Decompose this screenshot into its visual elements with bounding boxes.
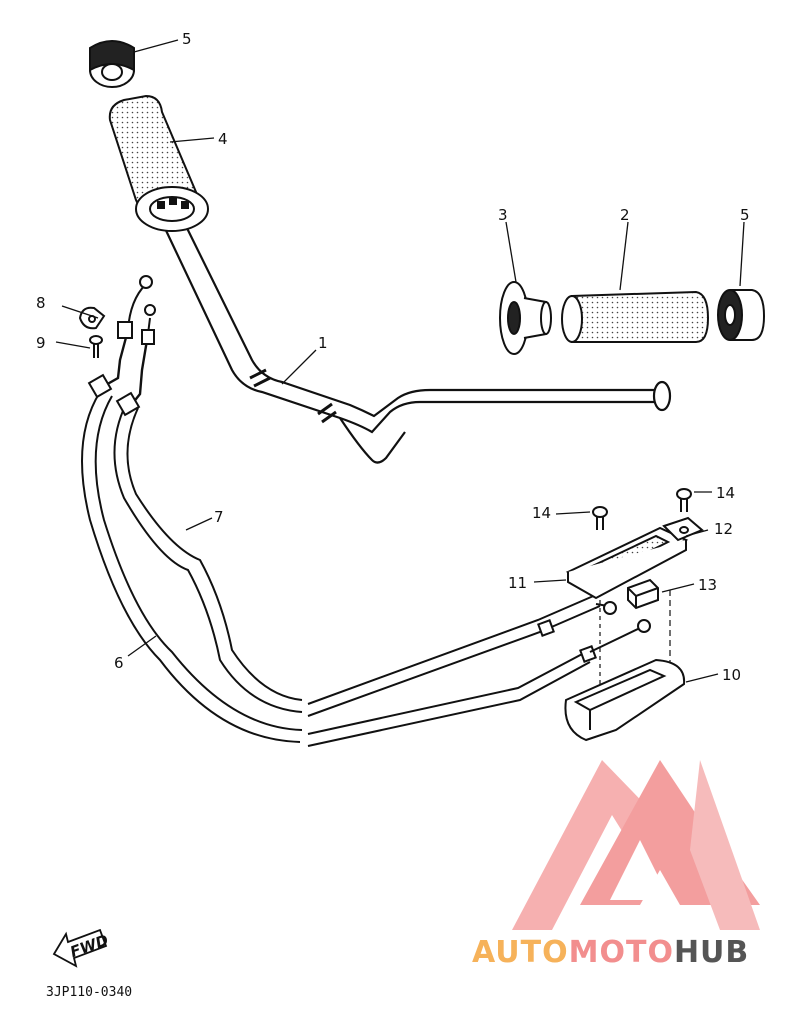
callout-7: 7 — [214, 508, 224, 526]
throttle-cables — [81, 275, 671, 747]
end-cap-left — [89, 40, 135, 88]
handlebar — [161, 217, 672, 464]
callout-8: 8 — [36, 294, 46, 312]
callout-6: 6 — [114, 654, 124, 672]
callout-2: 2 — [620, 206, 630, 224]
screw-left — [592, 506, 608, 530]
left-grip — [108, 94, 209, 232]
watermark-brand: AUTOMOTOHUB — [472, 935, 749, 970]
screw-right — [676, 488, 692, 512]
callout-4: 4 — [218, 130, 228, 148]
callout-14-right: 14 — [716, 484, 735, 502]
callout-9: 9 — [36, 334, 46, 352]
callouts: 1 2 3 4 5 5 6 7 8 9 10 11 12 13 14 14 — [36, 30, 750, 684]
plate — [662, 516, 704, 542]
leader-lines — [55, 39, 745, 683]
callout-11: 11 — [508, 574, 527, 592]
upper-housing — [565, 526, 689, 600]
cable-clamp — [78, 306, 106, 330]
fwd-label: FWD — [68, 931, 111, 961]
lower-housing — [564, 658, 686, 742]
throttle-flange — [499, 281, 552, 355]
end-cap-right — [717, 289, 766, 341]
clamp-screw — [89, 335, 103, 358]
watermark-logo — [512, 760, 760, 930]
callout-5-top: 5 — [182, 30, 192, 48]
drawing-code: 3JP110-0340 — [46, 985, 132, 1000]
fwd-arrow-icon: FWD — [52, 928, 111, 968]
callout-14-left: 14 — [532, 504, 551, 522]
block — [627, 578, 659, 610]
right-grip — [561, 290, 710, 343]
callout-12: 12 — [714, 520, 733, 538]
callout-10: 10 — [722, 666, 741, 684]
callout-13: 13 — [698, 576, 717, 594]
callout-1: 1 — [318, 334, 328, 352]
callout-5-right: 5 — [740, 206, 750, 224]
callout-3: 3 — [498, 206, 508, 224]
